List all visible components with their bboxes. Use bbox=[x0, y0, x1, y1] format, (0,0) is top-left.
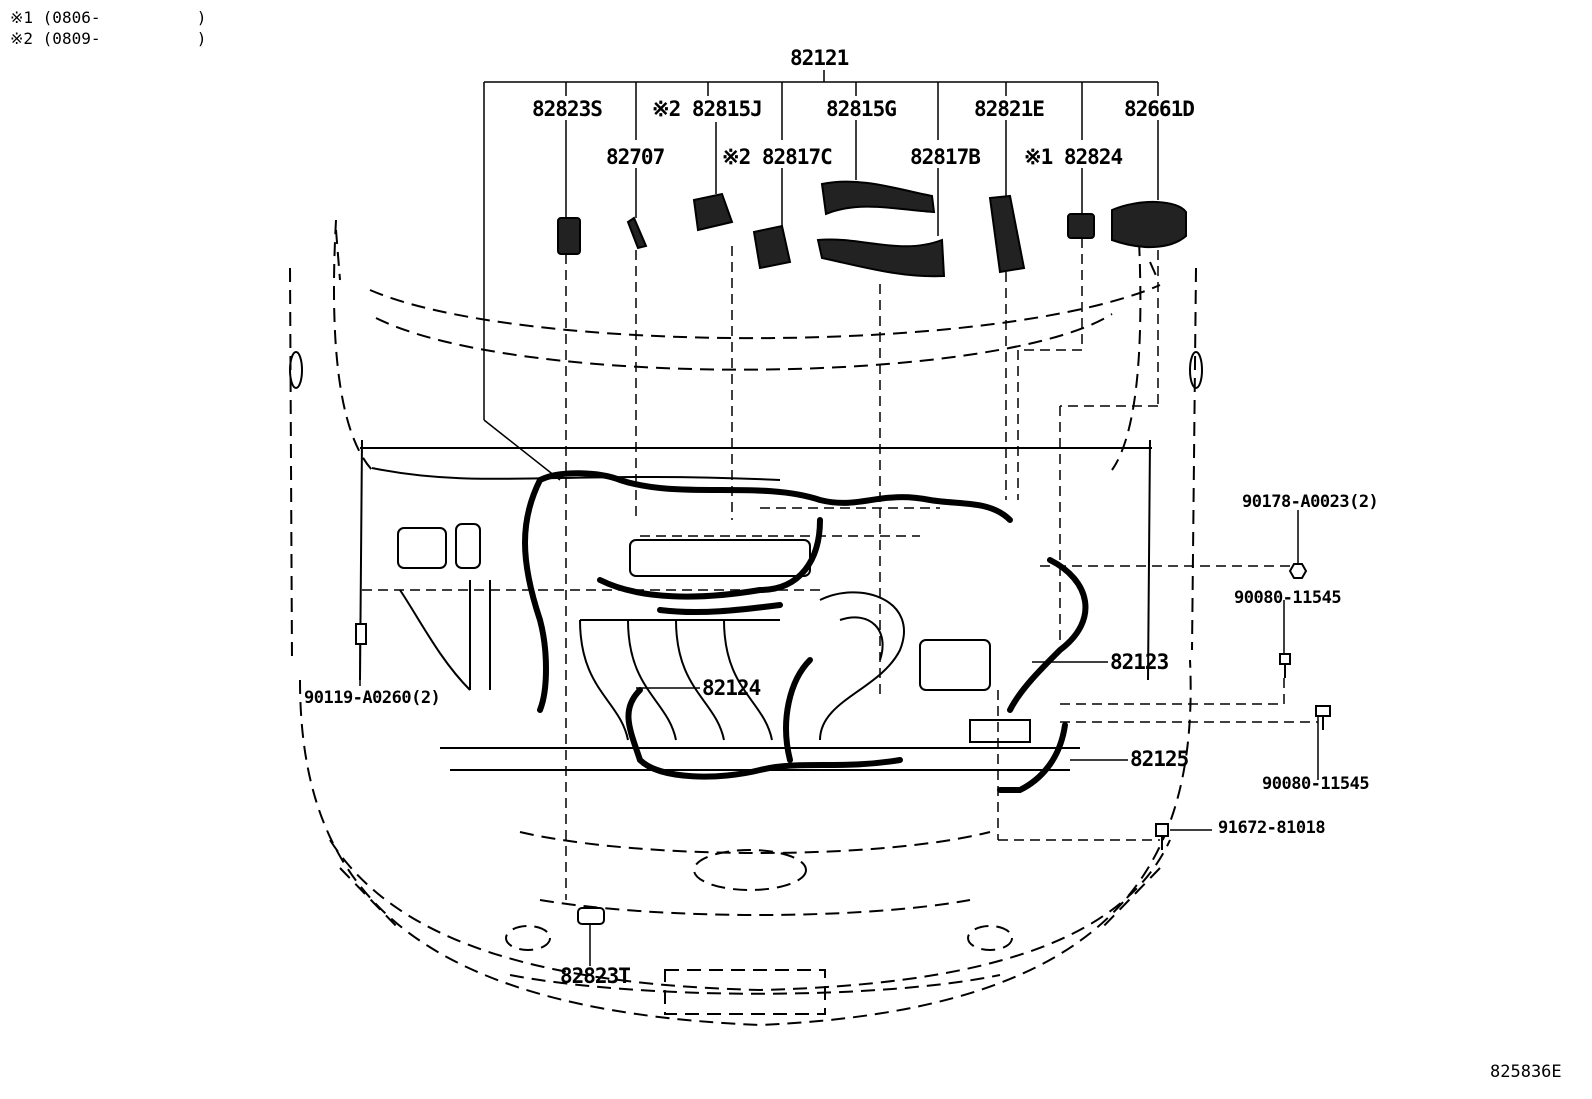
part-label-90119-a0260[interactable]: 90119-A0260(2) bbox=[304, 688, 441, 708]
engine-block bbox=[397, 523, 1031, 743]
part-label-82124[interactable]: 82124 bbox=[702, 676, 761, 700]
part-label-82661d[interactable]: 82661D bbox=[1124, 97, 1195, 121]
part-label-82821e[interactable]: 82821E bbox=[974, 97, 1045, 121]
part-label-82823s[interactable]: 82823S bbox=[532, 97, 603, 121]
leader-lines bbox=[359, 70, 1319, 966]
part-label-82817b[interactable]: 82817B bbox=[910, 145, 981, 169]
dashed-location-lines bbox=[362, 238, 1318, 900]
part-label-90080-11545-upper[interactable]: 90080-11545 bbox=[1234, 588, 1342, 608]
part-label-90178-a0023[interactable]: 90178-A0023(2) bbox=[1242, 492, 1379, 512]
part-label-90080-11545-lower[interactable]: 90080-11545 bbox=[1262, 774, 1370, 794]
part-label-91672-81018[interactable]: 91672-81018 bbox=[1218, 818, 1326, 838]
note-2: ※2 (0809- ) bbox=[10, 29, 207, 48]
bolts-and-clips bbox=[355, 563, 1331, 850]
part-label-82121[interactable]: 82121 bbox=[790, 46, 849, 70]
part-label-82823t[interactable]: 82823T bbox=[560, 964, 631, 988]
part-label-82815j[interactable]: ※2 82815J bbox=[652, 97, 763, 121]
part-label-82824[interactable]: ※1 82824 bbox=[1024, 145, 1123, 169]
part-label-82707[interactable]: 82707 bbox=[606, 145, 665, 169]
vehicle-body-outline bbox=[289, 219, 1197, 1027]
wire-harness-main bbox=[522, 470, 1089, 793]
part-82824-drawing bbox=[557, 180, 1187, 925]
figure-code: 825836E bbox=[1490, 1062, 1562, 1082]
part-label-82817c[interactable]: ※2 82817C bbox=[722, 145, 833, 169]
note-1: ※1 (0806- ) bbox=[10, 8, 207, 27]
part-label-82125[interactable]: 82125 bbox=[1130, 747, 1189, 771]
part-label-82123[interactable]: 82123 bbox=[1110, 650, 1169, 674]
part-label-82815g[interactable]: 82815G bbox=[826, 97, 897, 121]
